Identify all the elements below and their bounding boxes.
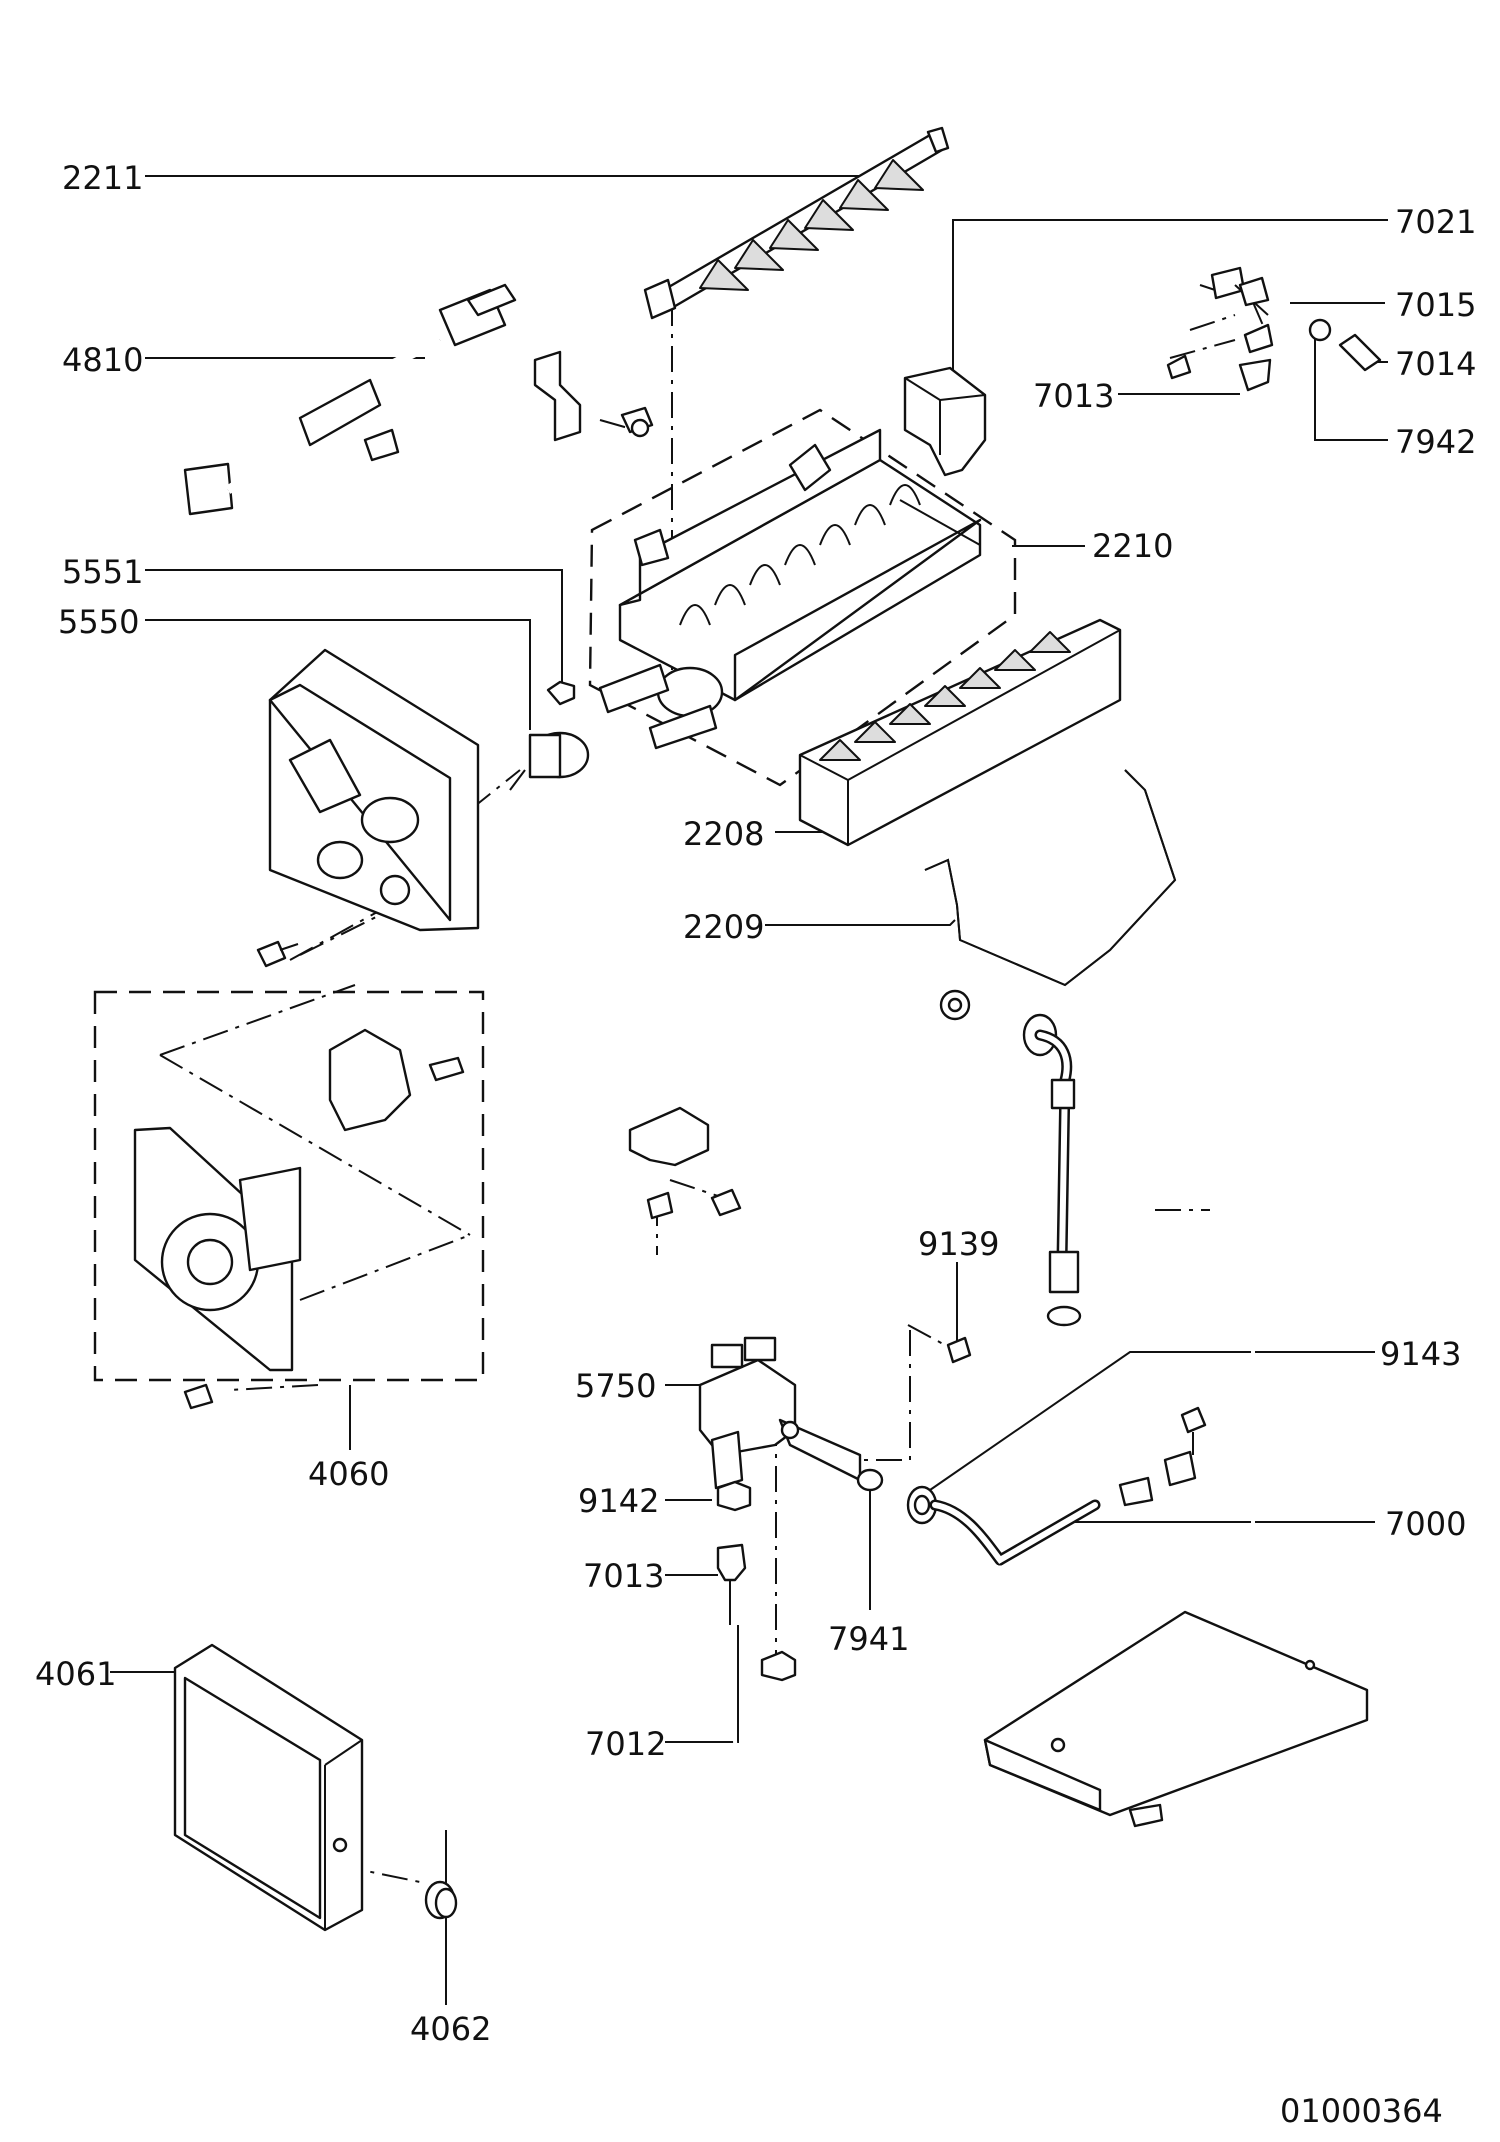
plug-4062 [424,1880,458,1920]
callout-5550: 5550 [58,603,139,641]
callout-9142: 9142 [578,1482,659,1520]
callout-7000: 7000 [1385,1505,1466,1543]
ice-ejector-2211 [643,126,950,320]
callout-2211: 2211 [62,159,143,197]
cover-4061 [173,1643,364,1932]
screw-9139 [946,1336,972,1364]
callout-2209: 2209 [683,908,764,946]
callout-4061: 4061 [35,1655,116,1693]
callout-4060: 4060 [308,1455,389,1493]
callout-7941: 7941 [828,1620,909,1658]
callout-7014: 7014 [1395,345,1476,383]
callout-9143: 9143 [1380,1335,1461,1373]
bracket-bottom-center [628,1106,742,1220]
stripper-2208 [798,618,1122,847]
ice-maker-mold-2210 [598,428,982,750]
drawing-number: 01000364 [1280,2092,1443,2130]
callout-4810: 4810 [62,341,143,379]
leader-lines [110,175,1388,2005]
callout-2208: 2208 [683,815,764,853]
screw-motor-housing [256,940,299,968]
callout-7013-top: 7013 [1033,377,1114,415]
callout-7012: 7012 [585,1725,666,1763]
fill-cup-7021 [903,366,987,477]
motor-module-subassembly-boundary [93,990,485,1382]
motor-module-4060 [133,1028,465,1410]
callout-4062: 4062 [410,2010,491,2048]
motor-housing [268,648,480,932]
valve-fittings-bottom [716,1406,1207,1682]
callout-5551: 5551 [62,553,143,591]
ice-maker-subassembly-boundary [588,408,1017,787]
callout-7942: 7942 [1395,423,1476,461]
callout-7021: 7021 [1395,203,1476,241]
callout-7013-bottom: 7013 [583,1557,664,1595]
mounting-bracket [533,350,654,442]
construction-lines [93,284,1266,1883]
fill-tube-fittings-top [1166,266,1382,392]
callout-2210: 2210 [1092,527,1173,565]
callout-5750: 5750 [575,1367,656,1405]
callout-9139: 9139 [918,1225,999,1263]
mounting-plate [983,1610,1369,1828]
wire-harness-4810 [183,283,517,516]
clip-5551 [546,680,576,706]
callout-7015: 7015 [1395,286,1476,324]
thermostat-5550 [509,731,590,791]
callout-labels: 2211 4810 5551 5550 2210 2208 2209 7021 … [35,159,1476,2130]
water-valve-5750 [698,1336,862,1490]
bail-arm-2209 [924,769,1177,987]
inlet-hose [939,989,1082,1327]
